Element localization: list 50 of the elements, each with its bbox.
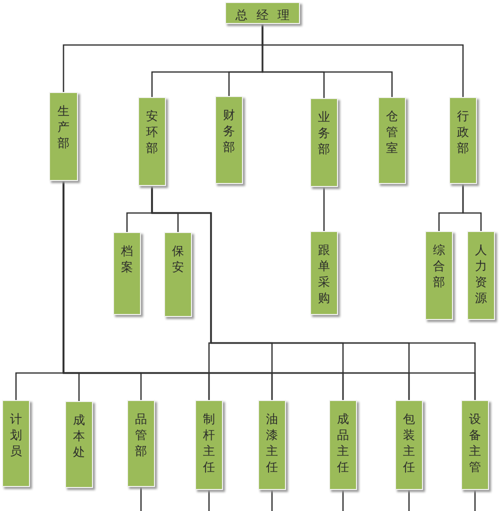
department-box [395, 400, 423, 490]
connector-line [271, 490, 273, 511]
connector-line [151, 186, 476, 400]
department-box [113, 232, 141, 315]
box-label: 综合部 [432, 242, 446, 290]
department-box [449, 97, 477, 184]
box-label: 制杆主任 [202, 411, 216, 475]
box-label: 仓管室 [385, 108, 399, 156]
box-label: 跟单采购 [317, 242, 331, 306]
box-label: 行政部 [456, 108, 470, 156]
department-box [65, 401, 93, 488]
box-label: 计划员 [9, 411, 23, 459]
box-label: 成本处 [72, 412, 86, 460]
box-label: 人力资源 [474, 242, 488, 306]
connector-line [474, 490, 476, 511]
department-box [127, 400, 155, 487]
box-label: 业务部 [317, 109, 331, 157]
box-label: 档案 [120, 243, 134, 275]
box-label: 包装主任 [402, 411, 416, 475]
connector-line [342, 490, 344, 511]
manager-box [225, 2, 300, 24]
box-label: 安环部 [145, 108, 159, 156]
box-label: 油漆主任 [265, 411, 279, 475]
connector-line [262, 24, 464, 97]
department-box [2, 400, 30, 487]
box-label: 设备主管 [468, 411, 482, 475]
department-box [138, 97, 166, 186]
connector-line [462, 184, 482, 231]
connector-line [140, 487, 142, 511]
department-box [467, 231, 495, 320]
department-box [215, 96, 243, 184]
department-box [310, 231, 338, 315]
department-box [164, 232, 192, 317]
department-box [310, 98, 338, 187]
box-label: 生产部 [56, 103, 70, 151]
department-box [461, 400, 489, 490]
connector-line [408, 490, 410, 511]
box-label: 品管部 [134, 411, 148, 459]
department-box [195, 400, 223, 490]
box-label: 财务部 [222, 107, 236, 155]
box-label: 保安 [171, 243, 185, 275]
box-label: 总经理 [236, 7, 298, 24]
box-label: 成品主任 [336, 411, 350, 475]
department-box [329, 400, 357, 490]
department-box [49, 92, 78, 181]
connector-line [208, 490, 210, 511]
department-box [425, 231, 453, 320]
department-box [378, 97, 406, 184]
department-box [258, 400, 286, 490]
connector-line [323, 187, 325, 231]
